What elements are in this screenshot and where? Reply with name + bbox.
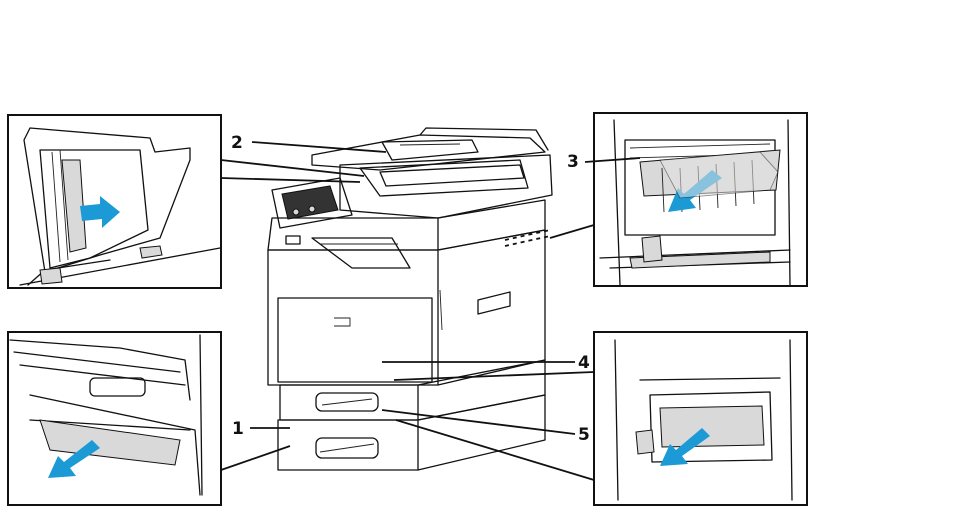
printer-illustration xyxy=(267,127,553,471)
callout-5: 5 xyxy=(578,425,590,445)
inset-adf-cover xyxy=(7,114,222,289)
arrow-right-icon xyxy=(80,196,120,228)
callout-labels: 2 3 4 5 1 xyxy=(231,133,590,445)
arrow-down-left-icon xyxy=(48,440,100,478)
callout-4: 4 xyxy=(578,353,590,373)
callout-2: 2 xyxy=(231,133,243,153)
inset-bypass-tray xyxy=(7,331,222,506)
inset-tray-jam xyxy=(593,331,808,506)
inset-fuser xyxy=(593,112,808,287)
paper-sheet-icon xyxy=(659,151,779,199)
arrow-down-left-icon xyxy=(660,428,710,466)
rear-door-dashes xyxy=(504,229,551,247)
callout-3: 3 xyxy=(567,152,579,172)
callout-1: 1 xyxy=(232,419,244,439)
leader-lines xyxy=(220,141,641,481)
